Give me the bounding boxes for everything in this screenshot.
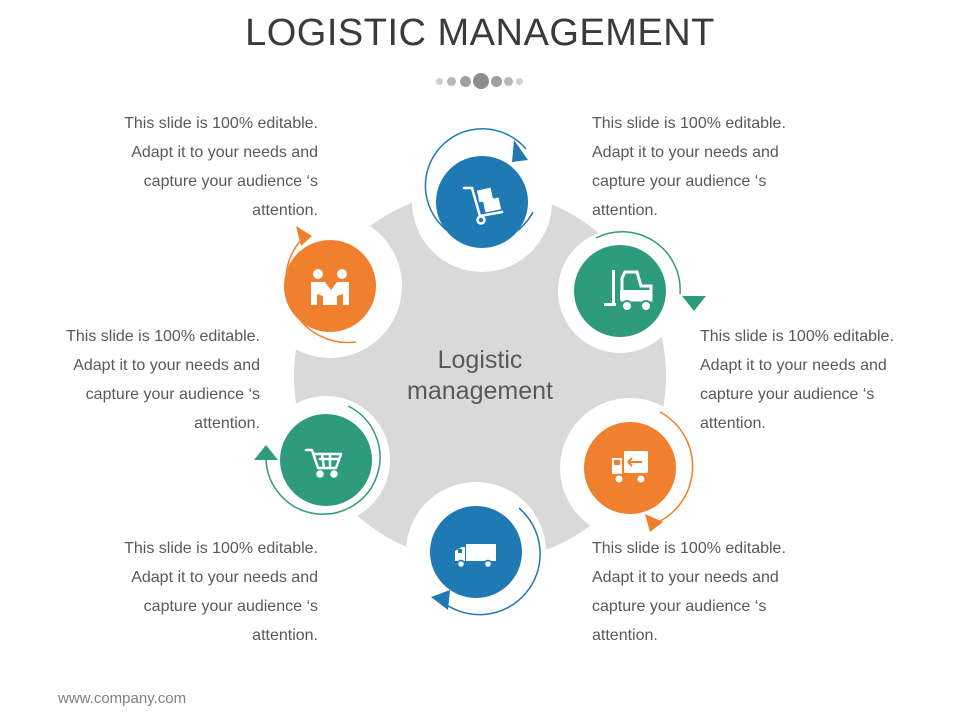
arrow-icon [645,514,663,532]
text-block-bottom-right: This slide is 100% editable. Adapt it to… [592,534,832,650]
shipping-truck-icon [455,544,496,569]
center-label: Logistic management [370,345,590,407]
node-hand-truck [436,156,528,248]
cycle-arc [439,507,541,616]
node-shipping-truck [430,506,522,598]
text-block-bottom-left: This slide is 100% editable. Adapt it to… [78,534,318,650]
text-line: Adapt it to your needs and [131,569,318,586]
node-delivery-truck [584,422,676,514]
arrow-icon [431,590,450,610]
text-block-top-left: This slide is 100% editable. Adapt it to… [78,109,318,225]
text-line: Adapt it to your needs and [592,144,779,161]
text-line: attention. [252,202,318,219]
text-line: capture your audience ‘s [700,386,875,403]
node-shopping-cart [280,414,372,506]
text-block-mid-right: This slide is 100% editable. Adapt it to… [700,322,940,438]
shopping-cart-icon [304,448,343,478]
handshake-people-icon [311,269,349,305]
text-line: This slide is 100% editable. [124,540,318,557]
text-line: Adapt it to your needs and [131,144,318,161]
hand-truck-icon [462,186,504,225]
page-title: LOGISTIC MANAGEMENT [245,12,715,54]
text-line: Adapt it to your needs and [592,569,779,586]
text-line: This slide is 100% editable. [124,115,318,132]
text-block-mid-left: This slide is 100% editable. Adapt it to… [20,322,260,438]
text-line: attention. [592,202,658,219]
text-line: attention. [592,627,658,644]
forklift-icon [604,270,653,312]
text-line: capture your audience ‘s [85,386,260,403]
text-line: capture your audience ‘s [592,173,767,190]
text-line: capture your audience ‘s [592,598,767,615]
arrow-icon [682,296,706,311]
cycle-arc [595,231,681,295]
arrow-icon [254,445,278,460]
delivery-truck-icon [612,451,648,485]
cycle-arc [265,405,381,515]
text-line: Adapt it to your needs and [700,357,887,374]
text-line: attention. [252,627,318,644]
text-line: This slide is 100% editable. [66,328,260,345]
node-handshake [284,240,376,332]
node-forklift [574,245,666,337]
cycle-arc [653,411,694,525]
arrow-icon [296,226,312,246]
progress-dots [430,72,530,90]
center-label-line: management [407,377,553,405]
text-line: This slide is 100% editable. [700,328,894,345]
text-block-top-right: This slide is 100% editable. Adapt it to… [592,109,832,225]
footer-url: www.company.com [58,690,187,707]
text-line: Adapt it to your needs and [73,357,260,374]
text-line: attention. [194,415,260,432]
text-line: capture your audience ‘s [143,598,318,615]
arrow-icon [512,140,528,162]
text-line: This slide is 100% editable. [592,115,786,132]
text-line: attention. [700,415,766,432]
center-label-line: Logistic [437,346,523,374]
text-line: This slide is 100% editable. [592,540,786,557]
text-line: capture your audience ‘s [143,173,318,190]
